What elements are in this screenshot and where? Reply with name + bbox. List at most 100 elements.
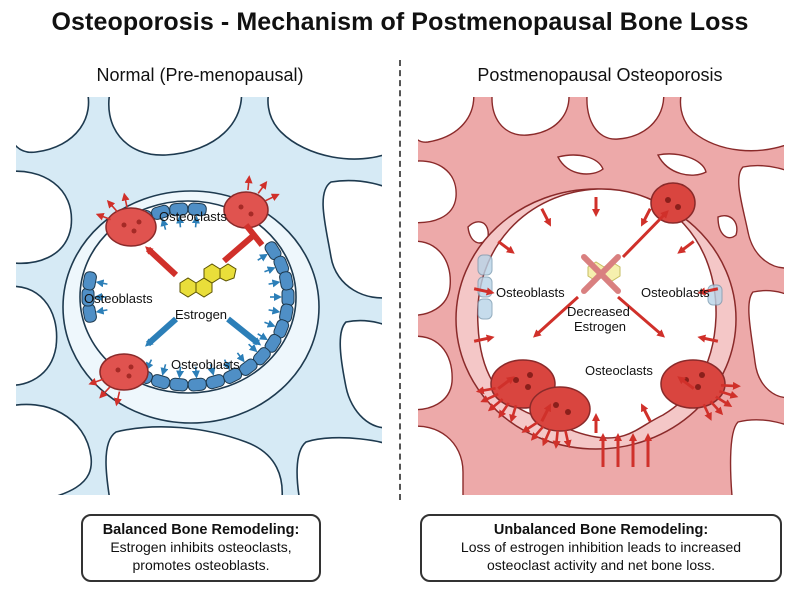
label-osteoblasts-left: Osteoblasts [84,291,153,306]
osteoclast-cells [99,191,269,391]
caption-line: Estrogen inhibits osteoclasts, [110,539,292,555]
bone-formation-arrow [95,279,108,288]
resorption-arrow [641,208,652,227]
diagram-title: Osteoporosis - Mechanism of Postmenopaus… [51,8,749,36]
resorption-arrow [497,376,515,390]
caption-heading: Balanced Bone Remodeling: [102,522,300,538]
estrogen-to-osteoblast-arrows [145,316,262,347]
bone-formation-arrow [160,364,169,376]
bone-formation-arrow [191,366,200,379]
resorption-arrow [702,403,712,421]
resorption-arrow [552,430,561,449]
bone-formation-arrow [264,266,276,274]
resorption-arrow [563,430,572,449]
osteoclast-activation-arrow [617,295,666,338]
balanced-remodeling-caption: Balanced Bone Remodeling: Estrogen inhib… [81,514,321,582]
resorption-arrow [715,395,733,407]
resorption-arrow [521,421,539,433]
resorption-arrow [697,334,719,343]
osteoclast-cell [650,182,696,224]
osteoclast-cell [99,353,149,391]
bone-formation-arrow [207,364,216,376]
osteoclast-cell [223,191,269,229]
label-osteoblasts-bottom: Osteoblasts [171,357,240,372]
osteoclast-activation-arrow [621,210,669,259]
label-estrogen-reduced: Estrogen [574,319,627,334]
left-panel-heading: Normal (Pre-menopausal) [96,65,304,85]
osteoclast-cell [105,207,157,247]
label-osteoclasts: Osteoclasts [585,363,653,378]
resorption-arrow [641,403,652,422]
resorption-arrow [530,425,545,441]
resorption-arrow [677,240,695,254]
unbalanced-remodeling-caption: Unbalanced Bone Remodeling: Loss of estr… [420,514,782,582]
resorption-arrow [475,386,496,395]
osteoblast-cell [477,254,493,276]
resorption-arrow [719,390,739,399]
resorption-arrow [498,402,510,419]
bone-formation-arrow [222,359,230,371]
bone-formation-arrow [268,279,281,288]
estrogen-molecule-icon [179,263,237,298]
caption-heading: Unbalanced Bone Remodeling: [493,522,709,538]
bone-formation-arrow [160,218,169,230]
resorption-arrow [106,199,118,213]
osteoblast-cell [477,298,493,320]
resorption-arrow [487,398,504,412]
enlarged-cavities [418,97,784,495]
resorption-arrow [114,391,122,407]
bone-formation-arrow [248,343,258,353]
bone-formation-arrow [257,332,268,341]
right-panel-heading: Postmenopausal Osteoporosis [477,65,723,85]
osteoblast-cell [169,377,189,392]
resorption-arrow [497,240,515,254]
resorption-arrow [709,400,724,416]
resorption-arrow [677,376,695,390]
bone-formation-arrow [176,366,185,379]
bone-formation-arrow [236,352,245,363]
bone-formation-arrow [95,306,108,315]
osteoclast-activation-arrow [533,295,580,338]
faded-osteoblasts [477,254,723,320]
resorption-arrow [540,208,551,227]
resorption-arrow [720,381,741,390]
resorption-arrow [540,403,551,422]
osteoblast-cell [281,287,295,307]
bone-formation-arrow [146,359,154,371]
caption-line: promotes osteoblasts. [132,557,270,573]
bone-formation-arrow [268,306,281,315]
resorption-arrow [121,192,130,208]
resorption-arrow [473,334,495,343]
resorption-arrow [473,287,495,296]
panel-divider [399,60,401,500]
caption-line: Loss of estrogen inhibition leads to inc… [460,539,742,555]
resorption-arrow [265,193,280,202]
resorption-arrow [99,386,111,399]
resorption-arrow [88,377,104,386]
label-decreased: Decreased [567,304,630,319]
bone-formation-arrow [264,320,276,328]
osteoblast-cell [477,276,493,298]
bone-formation-arrow [176,215,185,228]
osteoclast-cell [660,359,726,409]
bone-formation-arrow [191,215,200,228]
osteoblast-cell [187,377,207,392]
resorption-arrow [509,404,518,423]
resorption-arrow [95,212,111,221]
osteoclast-cell [529,386,591,432]
estrogen-inhibits-osteoclast-symbol [222,223,265,264]
label-osteoblasts-left: Osteoblasts [496,285,565,300]
decreased-estrogen-icon [581,254,621,294]
label-osteoclasts: Osteoclasts [159,209,227,224]
trabecular-cavities [16,97,382,495]
osteoporotic-bone-illustration [418,97,784,495]
estrogen-to-osteoclast-arrow [145,246,179,278]
caption-line: osteoclast activity and net bone loss. [486,557,716,573]
resorption-arrow [480,392,499,403]
resorption-arrow [244,175,253,191]
resorption-arrow [542,429,552,447]
osteoblast-cell [169,202,189,217]
resorption-arrow [697,287,719,296]
bone-formation-arrow [257,253,268,262]
label-osteoblasts-right: Osteoblasts [641,285,710,300]
